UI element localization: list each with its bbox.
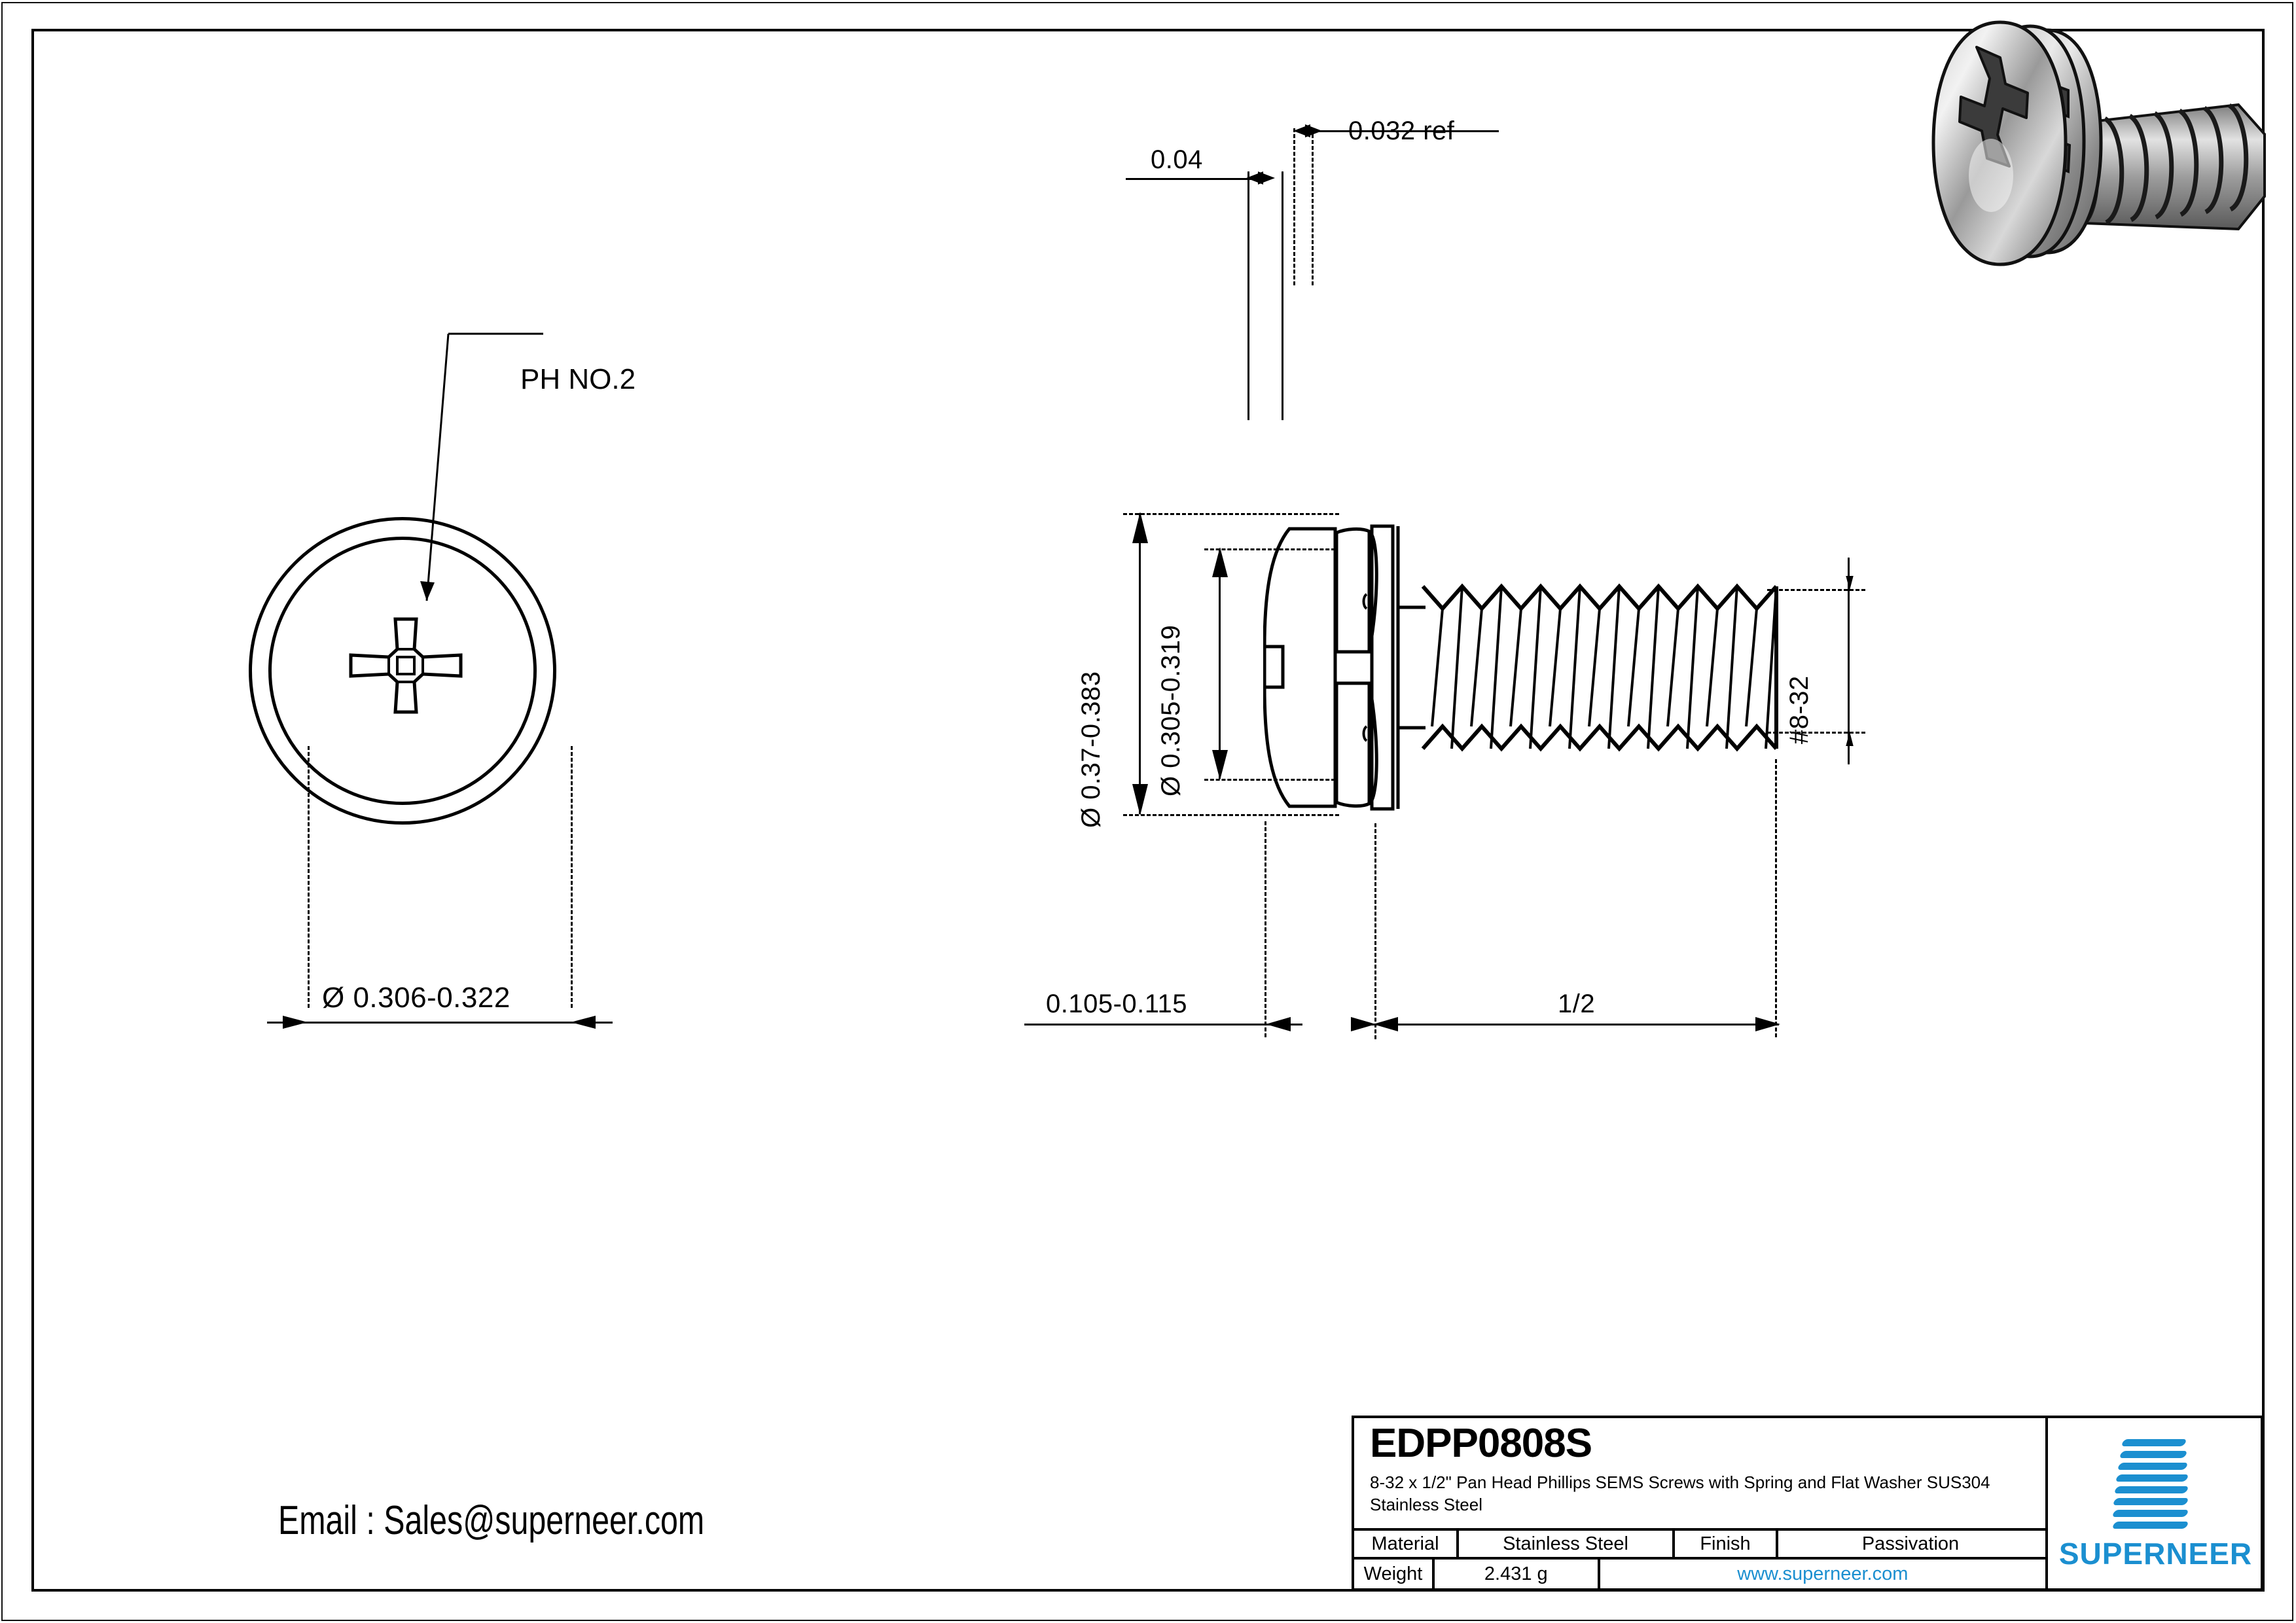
flatwasher-ext-right: [1312, 128, 1314, 285]
material-value: Stainless Steel: [1459, 1531, 1675, 1557]
phillips-recess-icon: [349, 617, 463, 714]
headlen-ext-right: [1374, 823, 1376, 1039]
end-view-dim-line: [267, 1022, 613, 1024]
thread-ext-bot: [1767, 732, 1865, 734]
end-view-front: [249, 332, 589, 838]
material-label: Material: [1354, 1531, 1459, 1557]
head-inner-circle: [268, 537, 537, 805]
email-contact-line: Email : Sales@superneer.com: [278, 1498, 705, 1543]
flatwasher-dim-line: [1302, 130, 1499, 132]
head-dia-ext-bot: [1204, 779, 1335, 781]
springwasher-thickness-label: 0.04: [1151, 145, 1203, 174]
recess-callout-label: PH NO.2: [520, 363, 636, 395]
weight-website-row: Weight 2.431 g www.superneer.com: [1354, 1560, 2045, 1588]
thread-dim-arrows: [1846, 576, 1854, 746]
head-dia-ext-top: [1204, 548, 1335, 550]
material-finish-row: Material Stainless Steel Finish Passivat…: [1354, 1531, 2045, 1560]
part-description: 8-32 x 1/2" Pan Head Phillips SEMS Screw…: [1370, 1472, 1990, 1514]
recess-leader-line: [420, 332, 543, 601]
title-block: EDPP0808S 8-32 x 1/2" Pan Head Phillips …: [1352, 1416, 2263, 1591]
end-view-dim-arrows: [283, 1016, 596, 1029]
head-diameter-dim-label: Ø 0.306-0.322: [322, 982, 511, 1014]
thread-dim-line: [1848, 558, 1850, 764]
springwasher-dim-arrows: [1246, 171, 1275, 185]
finish-value: Passivation: [1861, 1533, 1960, 1554]
springwasher-ext-right: [1282, 171, 1283, 420]
flatwasher-dia-ext-top: [1123, 513, 1339, 515]
head-dia-arrows: [1212, 547, 1228, 780]
screw-3d-render: [1931, 20, 2266, 266]
end-view-ext-line-right: [571, 746, 573, 1008]
threadlen-ext-right: [1775, 759, 1777, 1037]
finish-label: Finish: [1675, 1531, 1778, 1557]
title-block-header: EDPP0808S 8-32 x 1/2" Pan Head Phillips …: [1354, 1418, 2045, 1531]
weight-label: Weight: [1354, 1560, 1435, 1588]
headlen-dim-line: [1024, 1024, 1302, 1026]
website-link[interactable]: www.superneer.com: [1737, 1563, 1909, 1584]
render-pan-head: [1931, 20, 2068, 266]
headlen-dim-arrows: [1266, 1017, 1376, 1031]
flatwasher-dia-ext-bot: [1123, 814, 1339, 816]
flatwasher-diameter-label: Ø 0.37-0.383: [1077, 671, 1105, 829]
flatwasher-dia-arrows: [1132, 512, 1148, 815]
superneer-logo-icon: [2111, 1435, 2198, 1532]
brand-wordmark: SUPERNEER: [2058, 1537, 2253, 1571]
brand-panel: SUPERNEER: [2045, 1418, 2263, 1588]
title-block-left: EDPP0808S 8-32 x 1/2" Pan Head Phillips …: [1354, 1418, 2045, 1588]
head-diameter-side-label: Ø 0.305-0.319: [1157, 624, 1185, 796]
drawing-frame-border: [31, 29, 2265, 1592]
head-length-label: 0.105-0.115: [1046, 990, 1188, 1018]
thread-length-label: 1/2: [1558, 990, 1596, 1018]
head-outer-circle: [249, 517, 556, 825]
flatwasher-dia-dim-line: [1139, 513, 1141, 814]
side-view-geometry: [1263, 524, 1778, 811]
springwasher-dim-line: [1126, 178, 1257, 180]
headlen-ext-left: [1265, 821, 1266, 1037]
flatwasher-dim-arrows: [1293, 124, 1322, 137]
thread-size-label: #8-32: [1785, 675, 1814, 744]
threadlen-dim-line: [1368, 1024, 1779, 1026]
head-dia-dim-line: [1219, 548, 1221, 779]
part-number: EDPP0808S: [1370, 1421, 1592, 1466]
flatwasher-ext-left: [1293, 128, 1295, 285]
thread-ext-top: [1767, 589, 1865, 591]
flatwasher-thickness-label: 0.032 ref: [1348, 116, 1455, 145]
weight-value: 2.431 g: [1435, 1560, 1600, 1588]
end-view-ext-line-left: [308, 746, 310, 1008]
springwasher-ext-left: [1247, 171, 1249, 420]
threadlen-dim-arrows: [1373, 1017, 1780, 1031]
